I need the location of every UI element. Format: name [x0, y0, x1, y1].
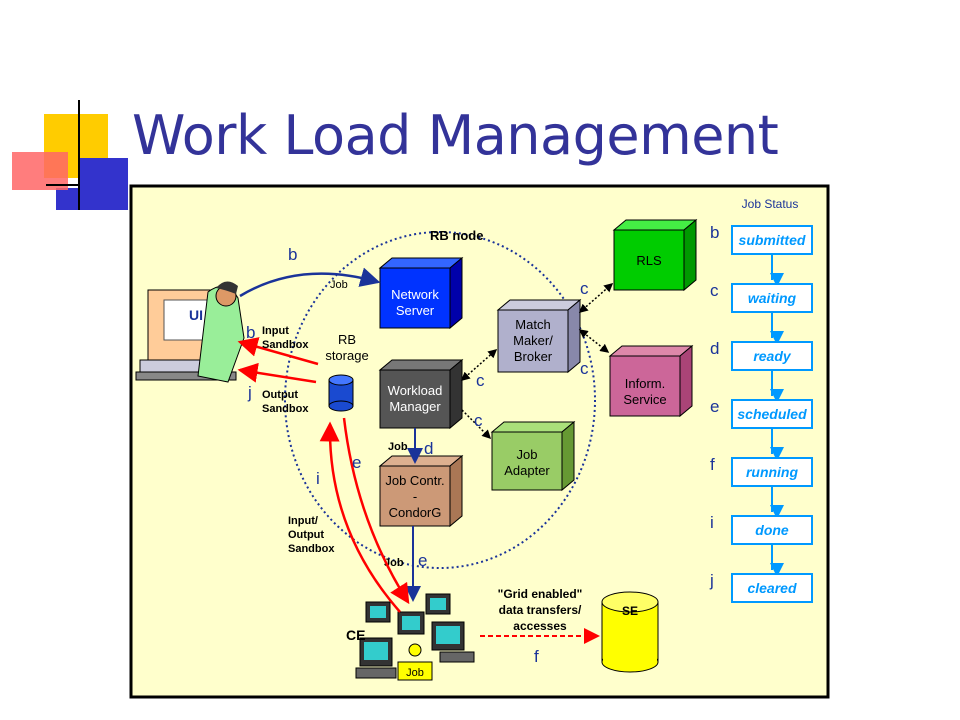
- diagram-panel: [129, 184, 830, 699]
- letter-e-bottom: e: [418, 551, 427, 570]
- grid-transfer-label-2: data transfers/: [499, 603, 582, 617]
- rls-box: RLS: [612, 218, 698, 292]
- status-box-submitted: [731, 225, 813, 255]
- rb-storage-label-1: RB: [338, 332, 356, 347]
- io-sandbox-label-2: Output: [288, 529, 324, 541]
- rb-node-boundary: [284, 231, 596, 569]
- status-label-cleared: cleared: [747, 580, 796, 596]
- arrow-wm-to-match: [460, 349, 498, 381]
- arrow-ce-to-rbstorage: [319, 421, 401, 613]
- ce-computers-illustration: [355, 593, 475, 679]
- arrow-match-to-inform: [578, 329, 610, 353]
- arrow-wm-to-adapter: [461, 409, 492, 440]
- rls-label: RLS: [636, 253, 662, 268]
- output-sandbox-label-1: Output: [262, 389, 298, 401]
- se-label: SE: [622, 604, 638, 618]
- arrow-output-sandbox: [237, 362, 317, 384]
- se-storage-cylinder: SE: [601, 591, 659, 673]
- letter-i-left: i: [316, 469, 320, 488]
- match-maker-box: Match Maker/ Broker: [496, 298, 582, 374]
- ce-label: CE: [346, 627, 365, 643]
- match-maker-label-1: Match: [515, 317, 550, 332]
- job-adapter-label-2: Adapter: [504, 463, 550, 478]
- job-controller-box: Job Contr. - CondorG: [378, 454, 464, 528]
- match-maker-label-3: Broker: [514, 349, 553, 364]
- io-sandbox-label-3: Sandbox: [288, 543, 335, 555]
- slide-corner-decoration: [0, 100, 140, 220]
- inform-service-box: Inform. Service: [608, 344, 694, 418]
- status-letter-submitted: b: [710, 223, 719, 242]
- slide-title: Work Load Management: [132, 104, 779, 167]
- workload-manager-label-2: Manager: [389, 399, 441, 414]
- job-ui-label: Job: [330, 279, 348, 291]
- ui-label: UI: [189, 307, 203, 323]
- letter-j-left: j: [247, 383, 252, 402]
- rb-node-label: RB node: [430, 228, 483, 243]
- output-sandbox-label-2: Sandbox: [262, 403, 309, 415]
- match-maker-label-2: Maker/: [513, 333, 553, 348]
- input-sandbox-label-1: Input: [262, 325, 289, 337]
- network-server-box: Network Server: [378, 256, 464, 330]
- status-box-waiting: [731, 283, 813, 313]
- network-server-label-1: Network: [391, 287, 439, 302]
- status-letter-running: f: [710, 455, 715, 474]
- status-label-running: running: [746, 464, 799, 480]
- arrow-rbstorage-to-ce: [342, 417, 410, 605]
- status-label-ready: ready: [753, 348, 792, 364]
- job-status-title: Job Status: [742, 197, 799, 211]
- input-sandbox-label-2: Sandbox: [262, 339, 309, 351]
- job-adapter-box: Job Adapter: [490, 420, 576, 492]
- letter-c-wm: c: [476, 371, 485, 390]
- job-wm-label: Job: [388, 441, 408, 453]
- status-box-done: [731, 515, 813, 545]
- letter-c-rls: c: [580, 279, 589, 298]
- letter-f: f: [534, 647, 539, 666]
- status-label-done: done: [755, 522, 789, 538]
- letter-b-mid: b: [246, 323, 255, 342]
- network-server-label-2: Server: [396, 303, 435, 318]
- arrow-ui-to-network-server: [239, 267, 381, 298]
- arrow-input-sandbox: [237, 337, 319, 366]
- letter-c-ja: c: [474, 411, 483, 430]
- workload-manager-label-1: Workload: [388, 383, 443, 398]
- letter-b-top: b: [288, 245, 297, 264]
- io-sandbox-label-1: Input/: [288, 515, 318, 527]
- job-tag-box: [397, 661, 433, 681]
- status-label-submitted: submitted: [739, 232, 806, 248]
- job-tag-label: Job: [406, 667, 424, 679]
- status-letter-waiting: c: [710, 281, 719, 300]
- job-controller-label-1: Job Contr.: [385, 473, 444, 488]
- job-controller-label-2: -: [413, 489, 417, 504]
- status-letter-done: i: [710, 513, 714, 532]
- inform-service-label-2: Service: [623, 392, 666, 407]
- status-label-waiting: waiting: [748, 290, 797, 306]
- letter-c-inf: c: [580, 359, 589, 378]
- job-controller-label-3: CondorG: [389, 505, 442, 520]
- grid-transfer-label-1: "Grid enabled": [498, 587, 583, 601]
- status-box-running: [731, 457, 813, 487]
- arrow-match-to-rls: [578, 283, 614, 313]
- status-letter-scheduled: e: [710, 397, 719, 416]
- status-letter-cleared: j: [709, 571, 714, 590]
- job-adapter-label-1: Job: [517, 447, 538, 462]
- letter-d: d: [424, 439, 433, 458]
- letter-e-left: e: [352, 453, 361, 472]
- job-status-column: submitted b waiting c ready d scheduled e runnin…: [709, 223, 813, 603]
- grid-transfer-label-3: accesses: [513, 619, 567, 633]
- rb-storage-cylinder: [328, 374, 354, 412]
- rb-storage-label-2: storage: [325, 348, 368, 363]
- status-box-cleared: [731, 573, 813, 603]
- status-label-scheduled: scheduled: [737, 406, 807, 422]
- inform-service-label-1: Inform.: [625, 376, 665, 391]
- workload-manager-box: Workload Manager: [378, 358, 464, 430]
- ui-workstation-illustration: [135, 281, 245, 383]
- status-letter-ready: d: [710, 339, 719, 358]
